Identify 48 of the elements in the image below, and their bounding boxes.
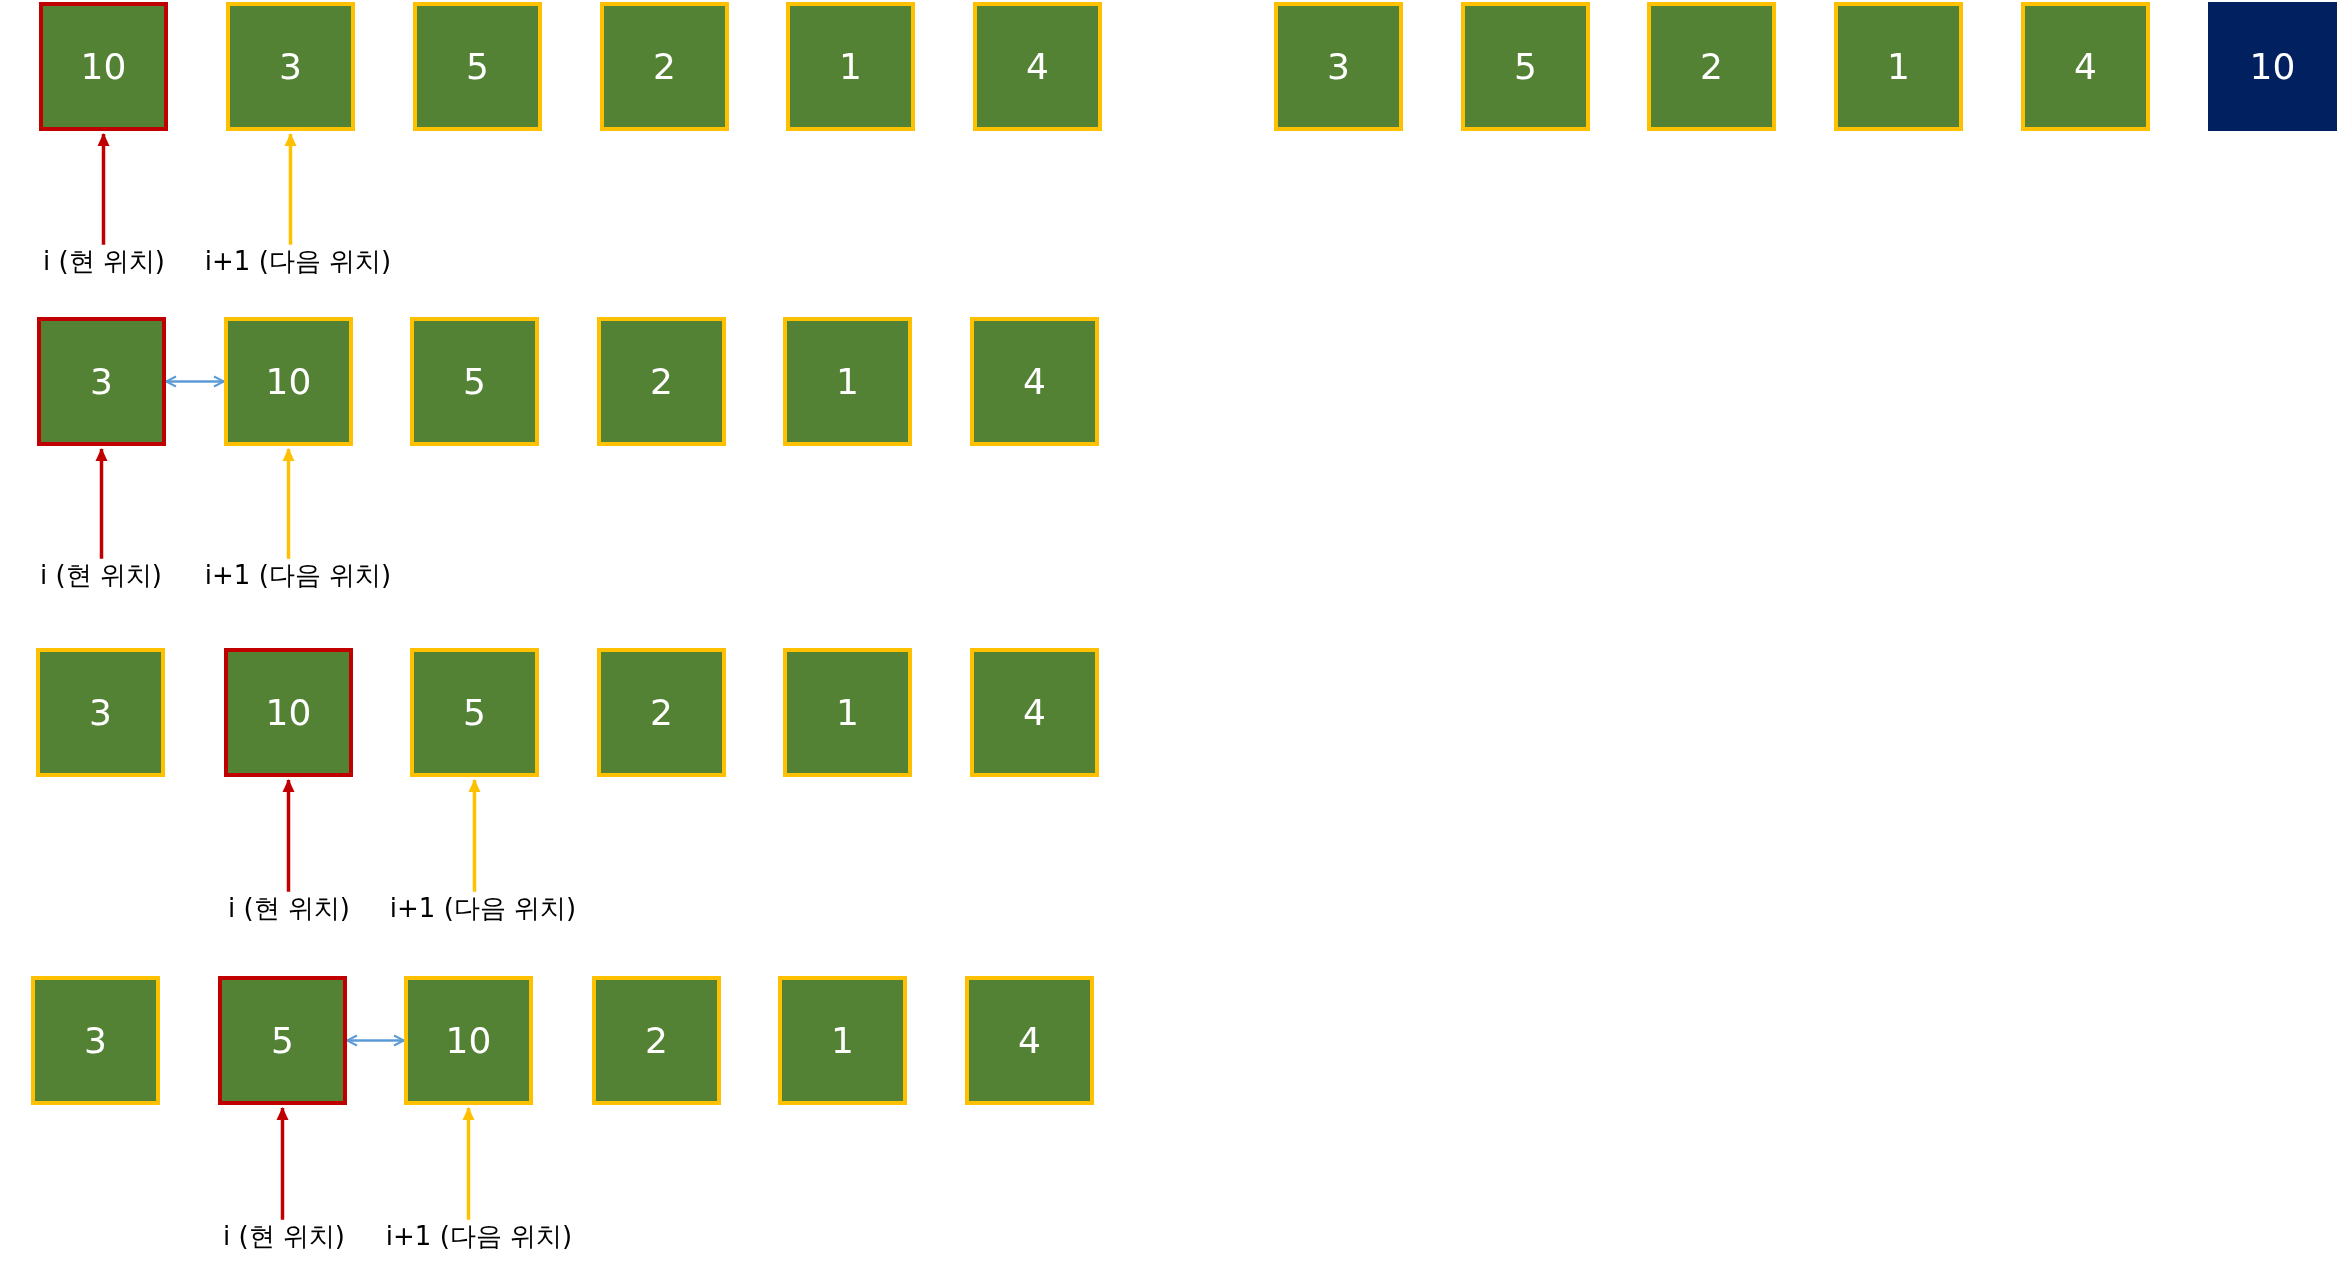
array-cell: 4	[965, 976, 1094, 1105]
array-cell: 5	[413, 2, 542, 131]
array-cell: 2	[597, 317, 726, 446]
pointer-arrow	[276, 1107, 289, 1220]
array-cell: 4	[970, 317, 1099, 446]
pointer-arrow	[95, 448, 108, 559]
array-cell: 1	[786, 2, 915, 131]
pointer-label: i+1 (다음 위치)	[204, 558, 392, 592]
sorted-array-cell: 10	[2208, 2, 2337, 131]
highlighted-array-cell: 10	[224, 648, 353, 777]
array-cell: 5	[410, 648, 539, 777]
array-cell: 4	[970, 648, 1099, 777]
pointer-label: i (현 위치)	[228, 891, 350, 925]
array-cell: 2	[592, 976, 721, 1105]
array-cell: 5	[1461, 2, 1590, 131]
pointer-label: i (현 위치)	[40, 558, 162, 592]
array-cell: 3	[226, 2, 355, 131]
array-cell: 5	[410, 317, 539, 446]
pointer-arrow	[284, 133, 297, 245]
pointer-arrow	[282, 779, 295, 892]
double-headed-arrow	[346, 1034, 405, 1047]
array-cell: 1	[1834, 2, 1963, 131]
array-cell: 3	[31, 976, 160, 1105]
array-cell: 4	[2021, 2, 2150, 131]
array-cell: 1	[783, 317, 912, 446]
pointer-label: i (현 위치)	[43, 244, 165, 278]
array-cell: 2	[600, 2, 729, 131]
pointer-label: i+1 (다음 위치)	[385, 1219, 573, 1253]
pointer-arrow	[468, 779, 481, 892]
pointer-label: i+1 (다음 위치)	[389, 891, 577, 925]
array-cell: 1	[778, 976, 907, 1105]
pointer-arrow	[282, 448, 295, 559]
array-cell: 3	[1274, 2, 1403, 131]
highlighted-array-cell: 3	[37, 317, 166, 446]
array-cell: 10	[224, 317, 353, 446]
double-headed-arrow	[165, 375, 225, 388]
array-cell: 4	[973, 2, 1102, 131]
pointer-arrow	[462, 1107, 475, 1220]
array-cell: 2	[1647, 2, 1776, 131]
pointer-label: i (현 위치)	[223, 1219, 345, 1253]
highlighted-array-cell: 10	[39, 2, 168, 131]
pointer-arrow	[97, 133, 110, 245]
highlighted-array-cell: 5	[218, 976, 347, 1105]
array-cell: 3	[36, 648, 165, 777]
pointer-label: i+1 (다음 위치)	[204, 244, 392, 278]
array-cell: 1	[783, 648, 912, 777]
array-cell: 10	[404, 976, 533, 1105]
array-cell: 2	[597, 648, 726, 777]
